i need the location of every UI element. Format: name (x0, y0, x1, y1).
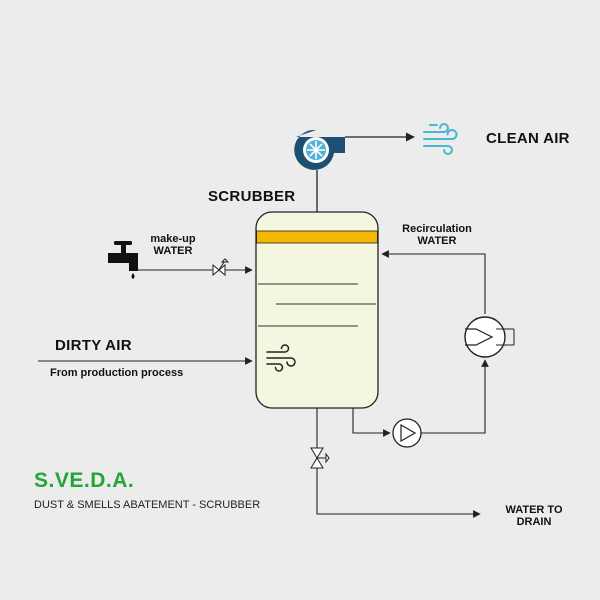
clean-air-label: CLEAN AIR (486, 130, 570, 147)
drain-label-line2: DRAIN (516, 516, 552, 528)
fan-icon (294, 129, 345, 170)
wind-icon (423, 123, 458, 155)
pump-outlet-line (421, 359, 489, 434)
dirty-air-label: DIRTY AIR (55, 337, 132, 354)
drain-label-line1: WATER TO (505, 504, 563, 516)
brand-tagline: DUST & SMELLS ABATEMENT - SCRUBBER (34, 499, 261, 511)
heat-exchanger-icon (464, 316, 515, 358)
air-flow-icon (266, 344, 296, 372)
recirc-label-line2: WATER (417, 235, 457, 247)
makeup-label-line1: make-up (150, 233, 196, 245)
makeup-water-label: make-up WATER (144, 233, 202, 257)
dirty-air-sublabel: From production process (50, 367, 184, 379)
recirculation-return-line (381, 250, 486, 314)
packing-band (256, 230, 378, 244)
brand-name: S.VE.D.A. (34, 469, 135, 492)
scrubber-label: SCRUBBER (208, 188, 296, 205)
faucet-icon (108, 241, 138, 279)
makeup-valve-icon (212, 258, 230, 277)
recirc-label-line1: Recirculation (402, 223, 472, 235)
recirculation-water-label: Recirculation WATER (392, 223, 482, 247)
water-to-drain-label: WATER TO DRAIN (498, 504, 570, 528)
drain-valve-icon (310, 447, 330, 469)
drain-line (316, 408, 481, 518)
pump-icon (392, 418, 422, 448)
makeup-label-line2: WATER (153, 245, 193, 257)
scrubber-vessel (255, 211, 379, 409)
vessel-to-pump-line (352, 408, 391, 437)
